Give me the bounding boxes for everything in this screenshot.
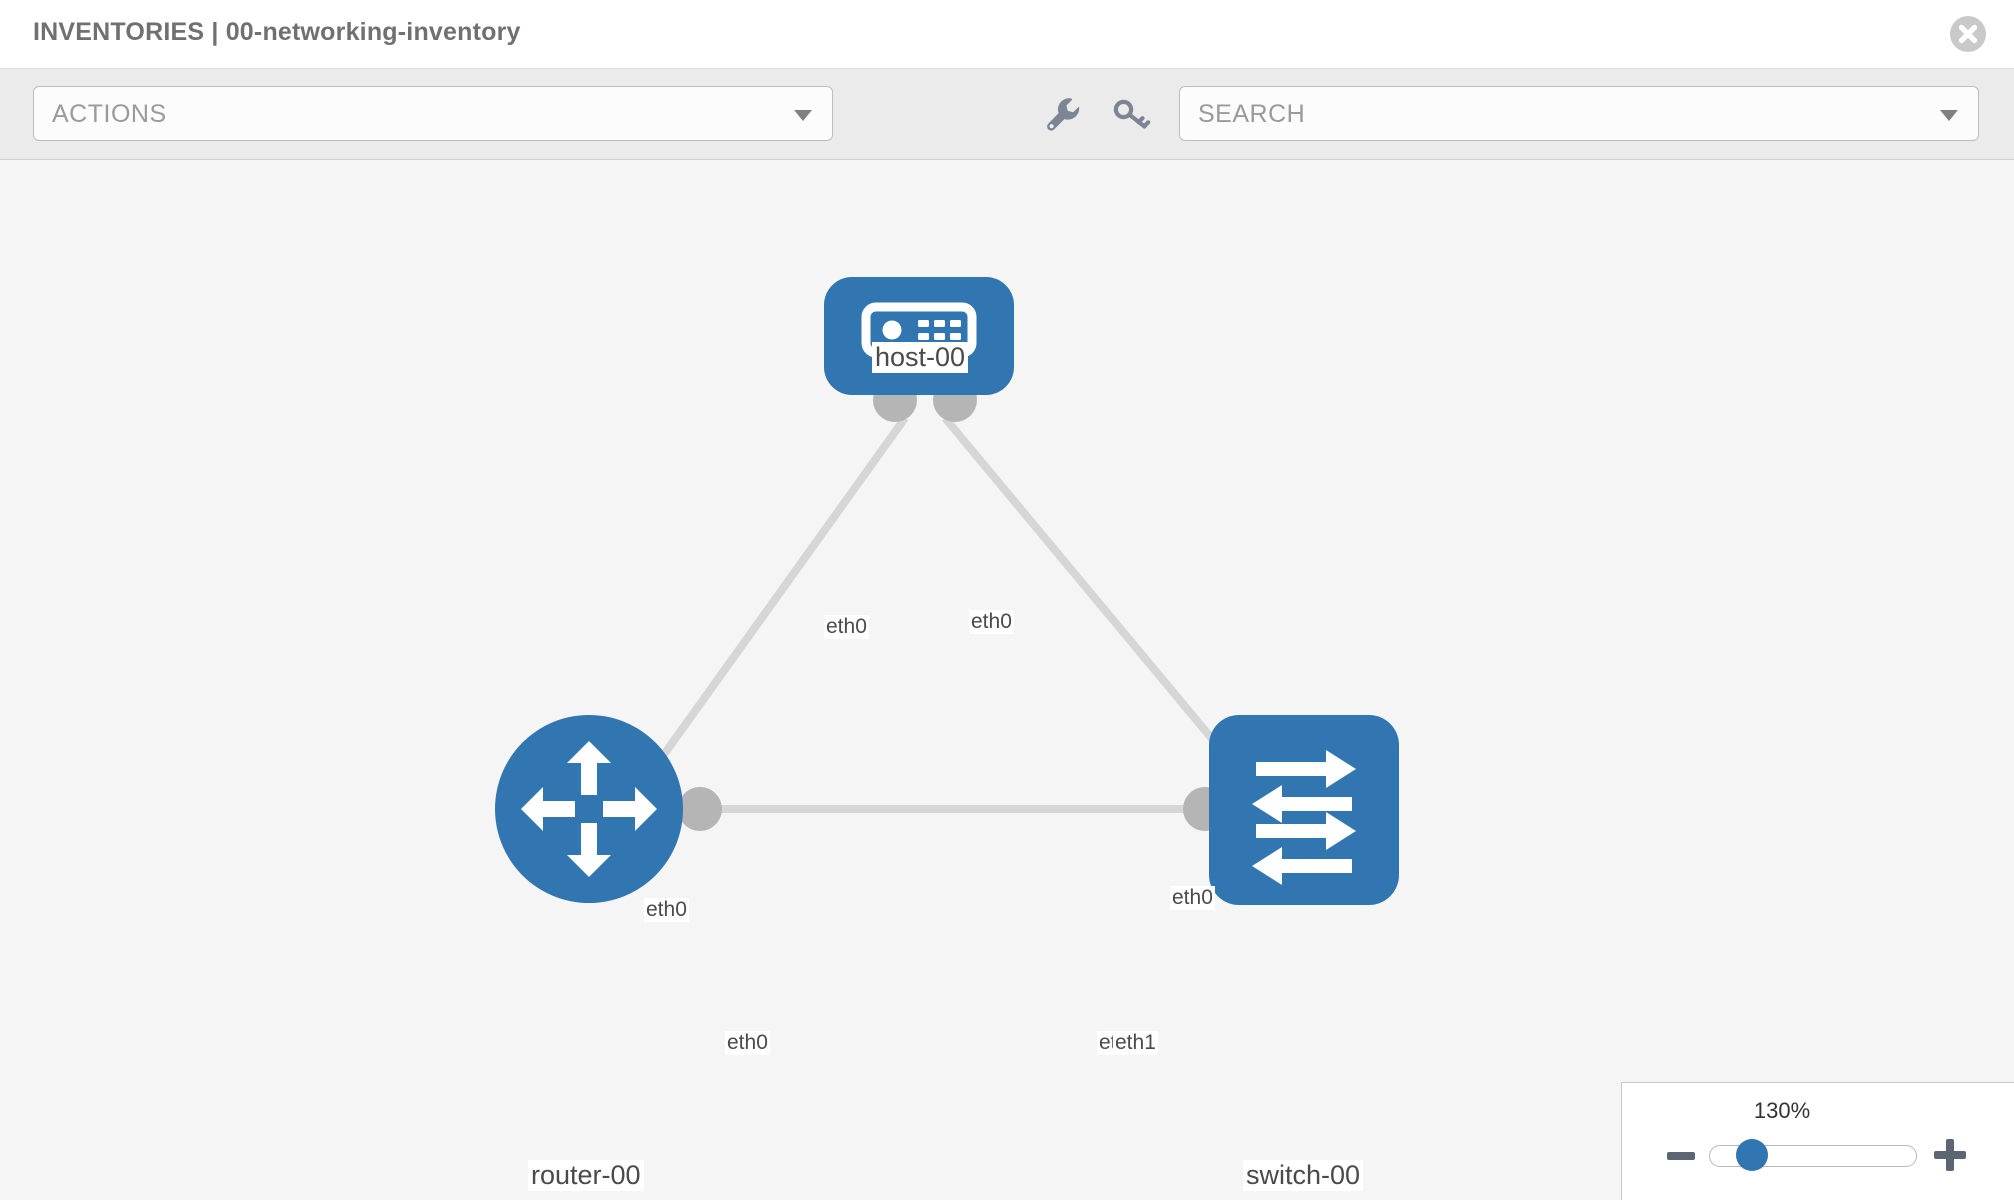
topology-graph [495, 277, 1399, 905]
zoom-percentage: 130% [1753, 1098, 1811, 1123]
iface-label-host-left: eth0 [824, 615, 869, 640]
chevron-down-icon [794, 110, 812, 121]
node-label-switch-00: switch-00 [1243, 1160, 1364, 1192]
search-placeholder: SEARCH [1198, 100, 1306, 128]
close-icon[interactable] [1948, 14, 1988, 54]
iface-label-router-eth0: eth0 [725, 1031, 770, 1056]
page-title: INVENTORIES | 00-networking-inventory [33, 18, 521, 46]
iface-label-router-uplink: eth0 [644, 898, 689, 923]
node-label-router-00: router-00 [528, 1160, 644, 1192]
iface-label-host-right: eth0 [969, 610, 1014, 635]
link-host-switch [941, 415, 1242, 773]
actions-dropdown-label: ACTIONS [52, 100, 167, 128]
wrench-icon[interactable] [1039, 91, 1085, 137]
node-switch-00[interactable] [1209, 715, 1399, 905]
plus-icon[interactable] [1934, 1139, 1966, 1171]
page-header: INVENTORIES | 00-networking-inventory [0, 0, 2014, 69]
key-icon[interactable] [1107, 91, 1153, 137]
node-router-00[interactable] [495, 715, 683, 903]
zoom-control-panel: 130% [1621, 1082, 2014, 1200]
iface-label-switch-eth1: eth1 [1113, 1031, 1158, 1056]
toolbar: ACTIONS SEARCH [0, 69, 2014, 160]
iface-label-switch-uplink: eth0 [1170, 886, 1215, 911]
node-label-host-00: host-00 [872, 342, 969, 374]
node-host-00[interactable] [824, 277, 1014, 395]
zoom-slider-thumb[interactable] [1736, 1139, 1768, 1171]
search-input[interactable]: SEARCH [1179, 86, 1979, 141]
minus-icon[interactable] [1667, 1145, 1695, 1167]
connector-router-right [678, 787, 722, 831]
chevron-down-icon[interactable] [1940, 110, 1958, 121]
link-router-host [656, 415, 909, 763]
actions-dropdown[interactable]: ACTIONS [33, 86, 833, 141]
topology-canvas[interactable]: host-00 router-00 switch-00 eth0 eth0 et… [0, 160, 2014, 1200]
